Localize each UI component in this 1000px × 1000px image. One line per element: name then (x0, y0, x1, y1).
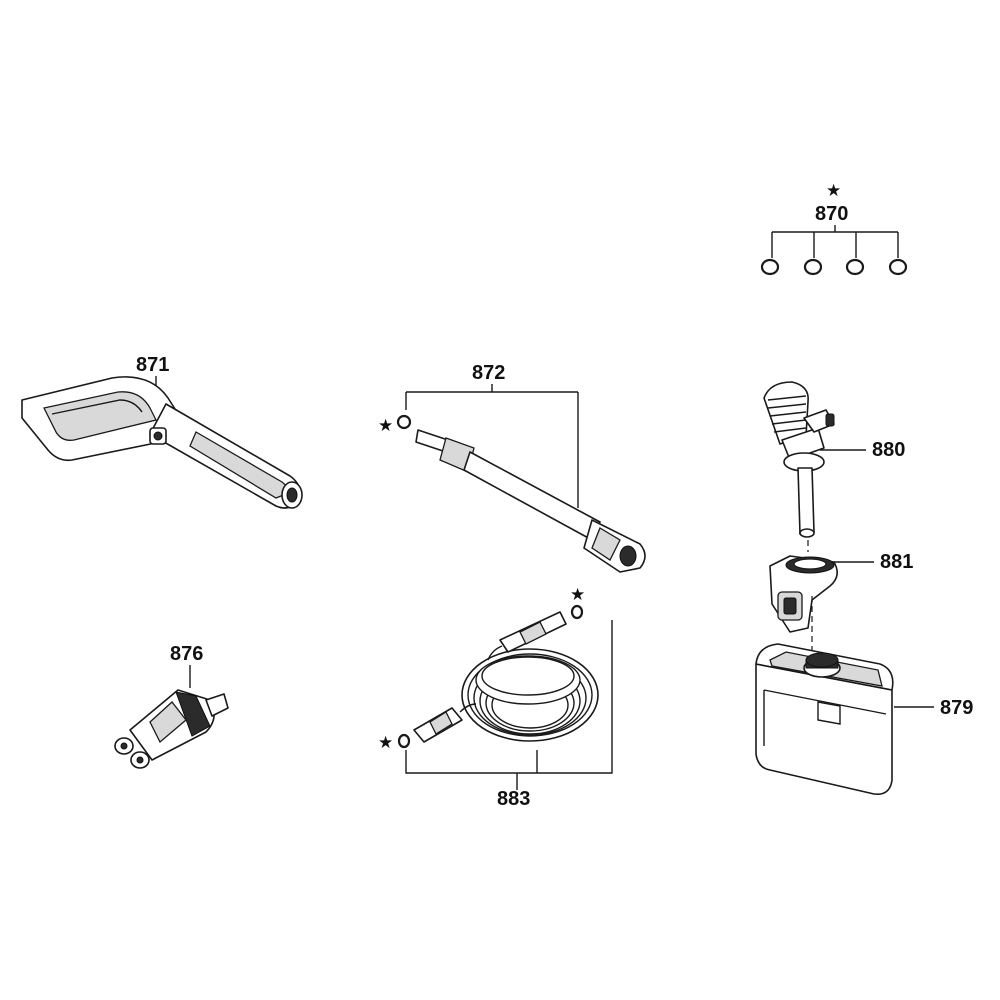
oring-4 (888, 258, 908, 276)
nozzle-dark-band (175, 691, 211, 737)
lance-outlet-hole (619, 545, 637, 567)
pickup-tube (797, 467, 815, 535)
part-880-detergent-pickup[interactable]: 880 (763, 381, 905, 538)
part-876-nozzle[interactable]: 876 (114, 643, 229, 769)
part-number-879: 879 (940, 697, 973, 719)
oring-883-bottom (397, 733, 411, 749)
oring-872 (396, 414, 412, 430)
part-871-spray-gun[interactable]: 871 (21, 354, 303, 509)
oring-883-top (570, 604, 584, 620)
part-881-cap-holder[interactable]: 881 (769, 551, 913, 633)
part-870-oring-set[interactable]: ★ 870 (760, 181, 908, 276)
leader-line-883 (405, 620, 613, 774)
oring-3 (845, 258, 865, 276)
part-number-881: 881 (880, 551, 913, 573)
part-872-extension-lance[interactable]: 872 ★ (378, 362, 646, 573)
part-number-880: 880 (872, 439, 905, 461)
part-879-detergent-tank[interactable]: 879 (755, 643, 973, 796)
holder-opening (793, 558, 827, 570)
star-mark-883-bottom: ★ (378, 733, 393, 753)
star-mark-872: ★ (378, 416, 393, 436)
leader-line-872 (405, 384, 579, 508)
oring-2 (803, 258, 823, 276)
part-number-876: 876 (170, 643, 203, 665)
star-mark-870: ★ (826, 181, 841, 201)
part-number-872: 872 (472, 362, 505, 384)
part-number-883: 883 (497, 788, 530, 810)
tank-body (755, 663, 893, 796)
gun-grip-opening (43, 391, 157, 441)
pickup-body (781, 427, 825, 461)
lance-tube (463, 451, 601, 541)
oring-1 (760, 258, 780, 276)
part-883-hose[interactable]: ★ ★ 883 (378, 585, 613, 810)
assembly-axis (807, 540, 813, 652)
part-number-871: 871 (136, 354, 169, 376)
nozzle-inlet (205, 693, 229, 717)
star-mark-883-top: ★ (570, 585, 585, 605)
part-number-870: 870 (815, 203, 848, 225)
leader-line-870 (771, 225, 899, 258)
